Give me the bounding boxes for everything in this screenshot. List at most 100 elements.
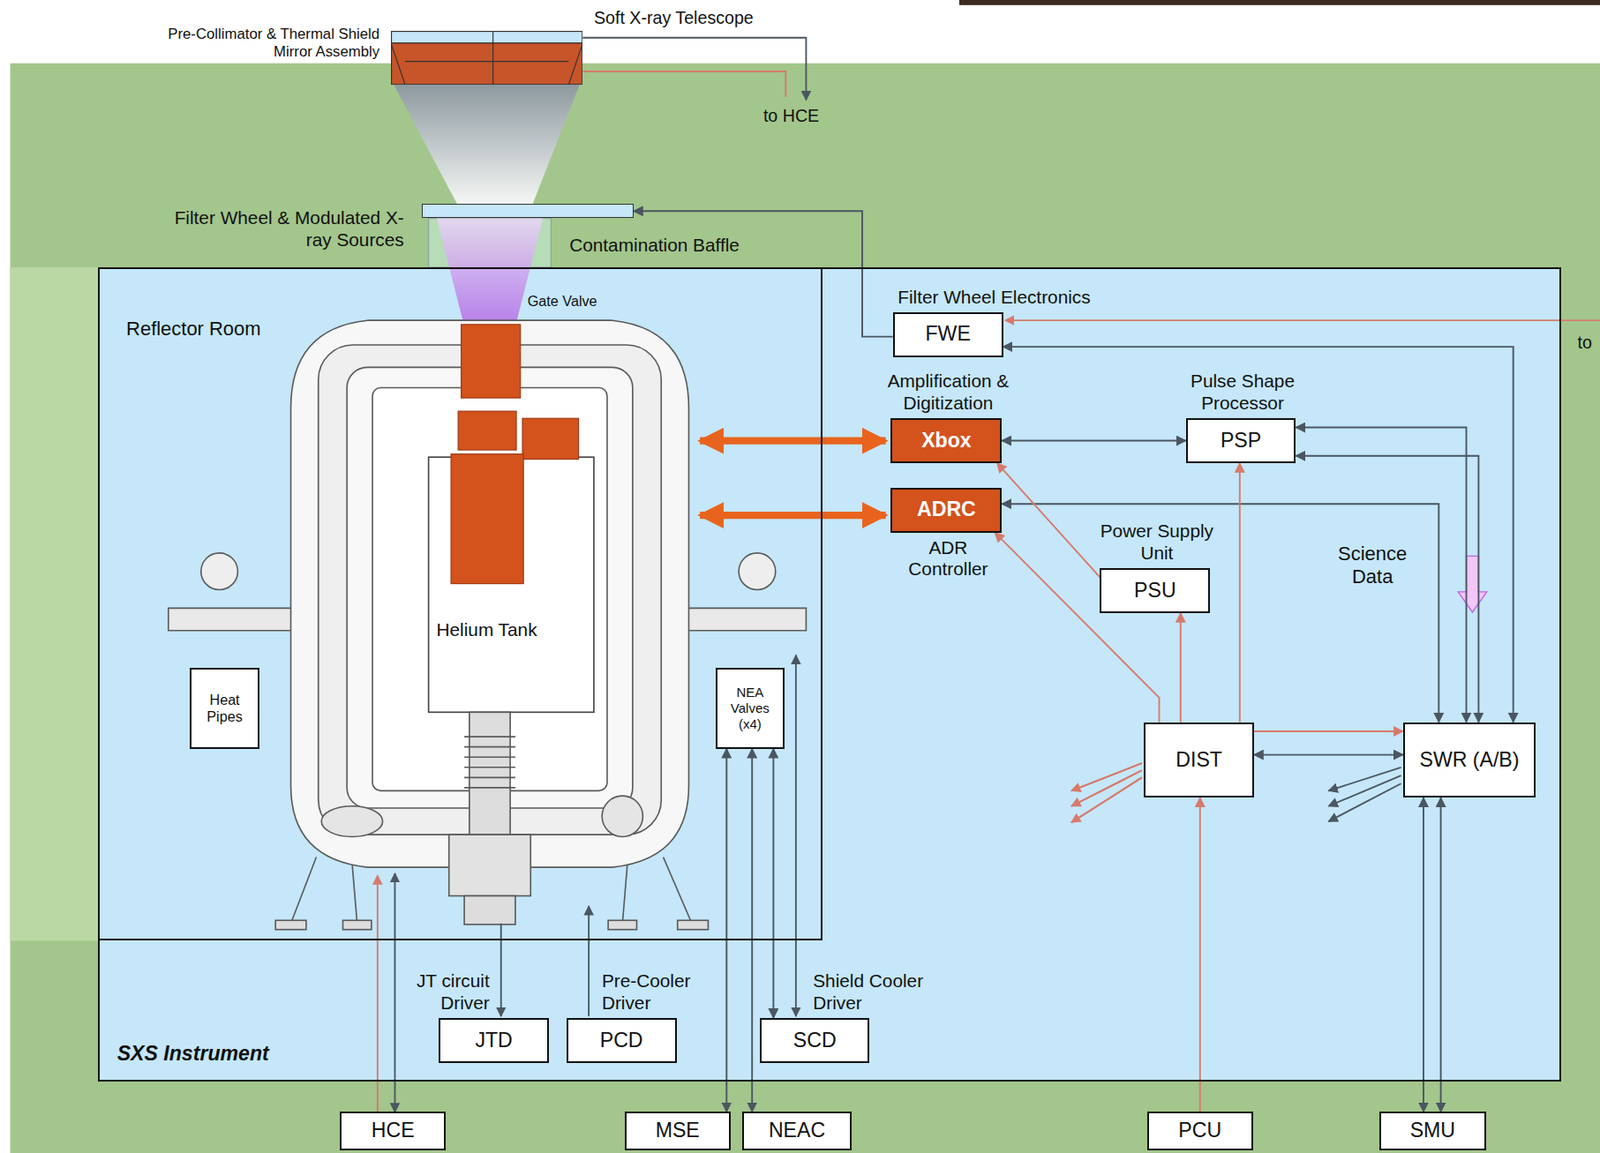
wire xyxy=(1328,775,1401,807)
smu-box: SMU xyxy=(1379,1111,1486,1151)
dewar-drawing xyxy=(469,712,511,835)
mirror-shape xyxy=(390,30,583,85)
box-label: PSP xyxy=(1220,428,1262,454)
caption: Amplification & Digitization xyxy=(880,370,1016,415)
mirror-shape xyxy=(390,43,582,85)
caption: Pre-Collimator & Thermal Shield Mirror A… xyxy=(135,25,381,61)
connector xyxy=(994,533,1159,723)
caption: Power Supply Unit xyxy=(1090,520,1224,565)
signal-name: Science Data xyxy=(1321,542,1424,590)
dewar-drawing xyxy=(318,345,662,835)
box-label: PSU xyxy=(1134,578,1177,604)
mirror-shape xyxy=(390,30,582,43)
connector xyxy=(1001,440,1186,443)
part-name: Contamination Baffle xyxy=(569,234,740,257)
background xyxy=(10,267,98,941)
dewar-drawing xyxy=(673,608,806,631)
connector xyxy=(1295,428,1466,723)
box-label: PCD xyxy=(600,1029,644,1054)
reflector-room: Reflector RoomHeat Pipes NEA Valves (x4) xyxy=(97,267,823,941)
wire xyxy=(1328,783,1401,822)
box-label: JTD xyxy=(474,1029,512,1054)
caption: Filter Wheel & Modulated X-ray Sources xyxy=(171,207,405,252)
dewar-drawing xyxy=(608,920,637,930)
connector xyxy=(1254,754,1404,757)
box-label: DIST xyxy=(1175,748,1223,774)
wire xyxy=(500,923,503,1017)
dewar-drawing xyxy=(677,920,709,930)
caption: Pre-Cooler Driver xyxy=(601,970,721,1015)
box-label: HCE xyxy=(371,1119,415,1144)
wire xyxy=(1005,319,1600,322)
connector xyxy=(1295,456,1479,723)
wire-note: to xyxy=(1577,332,1593,354)
mirror-shape xyxy=(390,30,583,85)
dewar-drawing xyxy=(343,920,372,930)
wire xyxy=(1071,777,1142,823)
box-label: MSE xyxy=(655,1119,700,1144)
box-label: SWR (A/B) xyxy=(1419,748,1520,774)
dewar-drawing xyxy=(464,736,516,789)
dewar-drawing xyxy=(168,608,307,631)
caption: Reflector Room xyxy=(126,317,262,341)
box-label: SMU xyxy=(1410,1119,1456,1144)
background xyxy=(959,0,1600,6)
caption: Filter Wheel Electronics xyxy=(897,286,1090,309)
dewar-drawing xyxy=(201,553,239,591)
connector xyxy=(997,463,1101,579)
connector xyxy=(1179,613,1182,723)
detector-assembly xyxy=(450,454,524,585)
filter-wheel: Filter Wheel & Modulated X-ray Sources xyxy=(421,203,635,218)
connector xyxy=(1199,797,1202,1112)
interface-arrow xyxy=(699,437,886,445)
connector xyxy=(1254,730,1404,733)
neac-box: NEAC xyxy=(742,1111,853,1151)
background xyxy=(10,63,1600,1153)
wire xyxy=(1071,763,1142,823)
connector xyxy=(1001,503,1439,722)
adrc-box: ADRCADR Controller xyxy=(890,488,1002,534)
dewar-drawing xyxy=(321,806,383,838)
dewar-drawing xyxy=(601,796,643,837)
mse-box: MSE xyxy=(624,1111,731,1151)
box-label: NEAC xyxy=(768,1119,826,1144)
pcu-box: PCU xyxy=(1147,1111,1254,1151)
science-data-arrow xyxy=(1457,555,1487,613)
box-label: Xbox xyxy=(921,428,972,454)
detector-assembly xyxy=(522,418,579,459)
detector-assembly xyxy=(458,411,517,451)
scd-box: Shield Cooler DriverSCD xyxy=(759,1018,870,1064)
caption: Shield Cooler Driver xyxy=(812,970,952,1015)
caption: ADR Controller xyxy=(891,537,1007,582)
dewar-drawing xyxy=(291,320,690,868)
interface-arrow xyxy=(699,511,886,519)
box-label: Heat Pipes xyxy=(202,691,248,727)
connector xyxy=(772,749,774,1019)
connector xyxy=(1239,463,1241,723)
caption: Pulse Shape Processor xyxy=(1171,370,1315,415)
box-label: ADRC xyxy=(916,497,977,523)
part-name: Gate Valve xyxy=(527,292,598,310)
caption: SXS Instrument xyxy=(117,1042,270,1067)
dewar-drawing xyxy=(738,553,776,591)
wire xyxy=(377,37,1600,1113)
dewar-drawing xyxy=(168,320,807,931)
x-ray-beam xyxy=(393,84,579,204)
wire xyxy=(587,906,590,1017)
wire xyxy=(1328,767,1401,792)
fwe-box: Filter Wheel ElectronicsFWE xyxy=(893,312,1004,358)
xbox-box: Amplification & DigitizationXbox xyxy=(890,418,1002,464)
nea-valves-box: NEA Valves (x4) xyxy=(715,668,786,749)
interface-arrow xyxy=(699,441,886,516)
wire xyxy=(376,875,379,1112)
mirror-assembly: Pre-Collimator & Thermal Shield Mirror A… xyxy=(390,30,583,85)
jtd-box: JT circuit DriverJTD xyxy=(438,1018,549,1064)
science-data-arrow xyxy=(1457,555,1487,613)
wire xyxy=(394,873,397,1113)
detector-assembly xyxy=(450,324,579,585)
wire xyxy=(582,37,806,101)
